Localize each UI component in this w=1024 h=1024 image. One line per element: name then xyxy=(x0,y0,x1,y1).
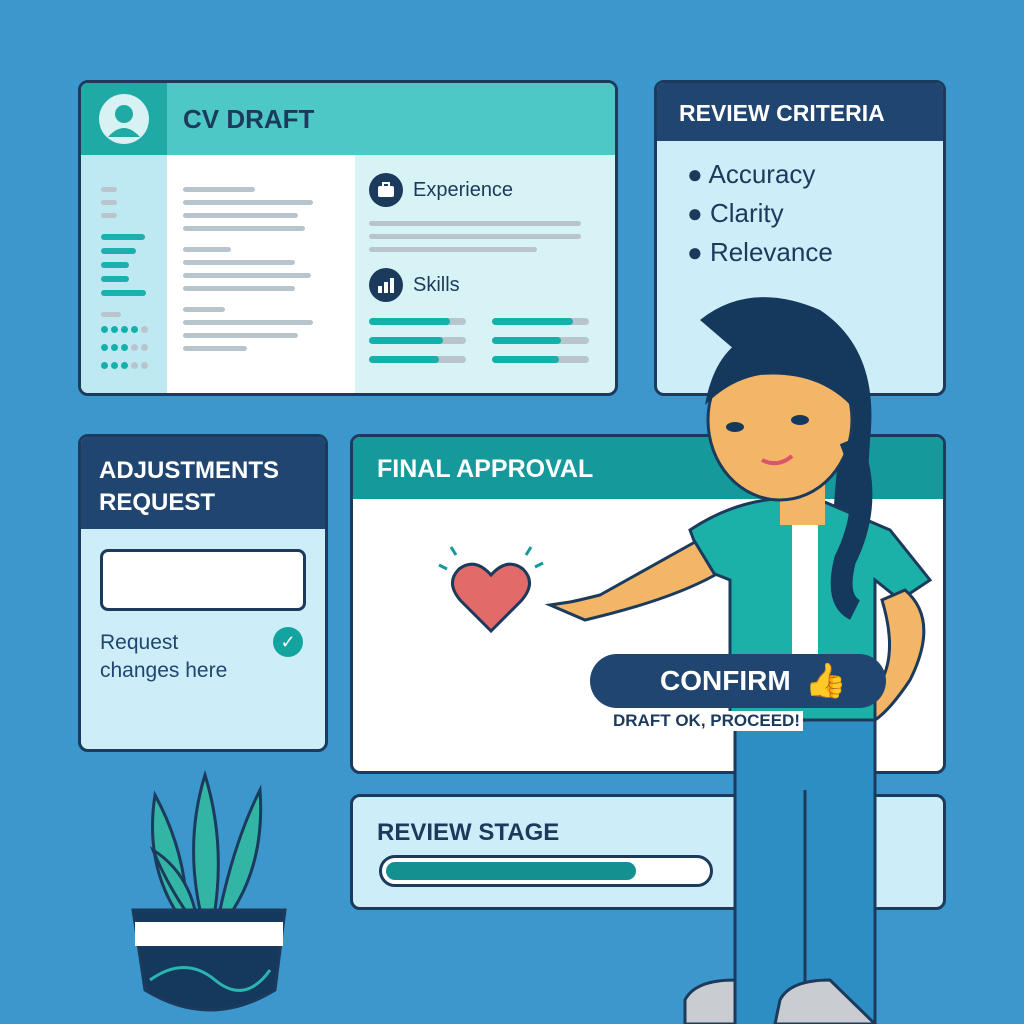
skill-bar-fill xyxy=(369,318,451,325)
skill-bar-fill xyxy=(492,356,559,363)
skill-bar xyxy=(369,356,466,363)
cv-header: CV DRAFT xyxy=(81,83,615,155)
criteria-item: ● Relevance xyxy=(687,237,833,267)
skill-bar-fill xyxy=(369,356,439,363)
skill-bar-fill xyxy=(492,337,561,344)
adjustment-input[interactable] xyxy=(100,549,306,611)
cv-body xyxy=(167,155,355,393)
stage-title: REVIEW STAGE xyxy=(377,819,560,846)
heart-icon xyxy=(438,546,544,634)
confirm-subtext: DRAFT OK, PROCEED! xyxy=(610,711,803,731)
cv-right: Experience Skills xyxy=(355,155,615,393)
criteria-header: REVIEW CRITERIA xyxy=(657,83,943,141)
skills-label: Skills xyxy=(413,273,460,296)
cv-title: CV DRAFT xyxy=(183,103,315,134)
skill-bar xyxy=(492,318,589,325)
user-icon xyxy=(99,94,149,144)
bar-chart-icon xyxy=(369,268,403,302)
experience-label: Experience xyxy=(413,178,514,201)
check-icon: ✓ xyxy=(273,627,303,657)
skills-grid xyxy=(369,318,595,375)
cv-draft-panel: CV DRAFT Experience Skills xyxy=(78,80,618,396)
briefcase-icon xyxy=(369,173,403,207)
skill-bar xyxy=(492,356,589,363)
skill-bar xyxy=(369,337,466,344)
thumbs-up-icon: 👍 xyxy=(804,662,847,700)
confirm-button[interactable]: CONFIRM 👍 xyxy=(590,654,886,708)
cv-sidebar xyxy=(81,155,167,393)
criteria-item: ● Accuracy xyxy=(687,159,816,189)
skill-bar-fill xyxy=(369,337,443,344)
criteria-item: ● Clarity xyxy=(687,198,784,228)
stage-progress-bar xyxy=(379,855,713,887)
skill-bar-fill xyxy=(492,318,574,325)
confirm-label: CONFIRM xyxy=(660,665,791,696)
character-illustration xyxy=(544,297,933,1024)
avatar xyxy=(81,83,167,155)
plant-illustration xyxy=(131,770,287,1012)
stage-progress-fill xyxy=(386,862,636,880)
skill-bar xyxy=(369,318,466,325)
skill-bar xyxy=(492,337,589,344)
